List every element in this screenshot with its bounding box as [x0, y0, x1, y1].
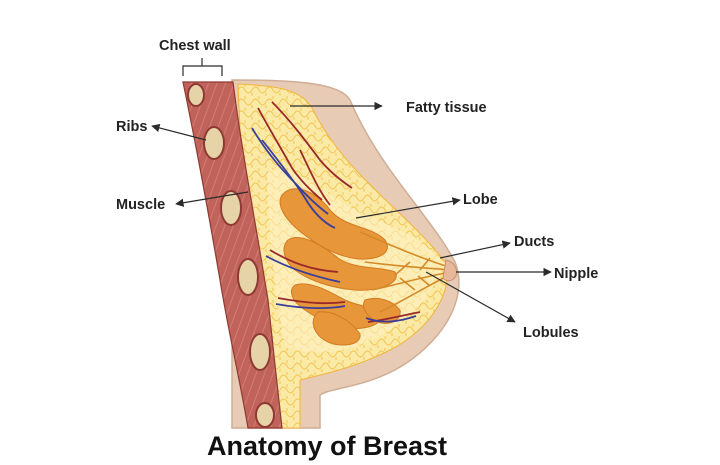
- rib: [203, 126, 225, 160]
- leader-lobe: [355, 197, 461, 219]
- duct: [364, 261, 453, 271]
- nipple: [442, 259, 457, 282]
- rib: [220, 190, 242, 226]
- label-lobules: Lobules: [523, 325, 579, 341]
- label-chest-wall: Chest wall: [159, 38, 231, 54]
- label-muscle: Muscle: [116, 197, 165, 213]
- rib: [187, 83, 205, 107]
- arteries: [257, 101, 421, 323]
- label-nipple: Nipple: [554, 266, 598, 282]
- vein: [261, 139, 336, 229]
- vein: [275, 303, 346, 310]
- rib: [255, 402, 275, 428]
- chest-wall-bracket: [182, 58, 223, 76]
- duct: [359, 231, 453, 269]
- diagram-title: Anatomy of Breast: [207, 431, 447, 461]
- leader-ducts: [439, 240, 511, 259]
- artery: [367, 311, 421, 323]
- label-ribs: Ribs: [116, 119, 147, 135]
- artery: [257, 107, 323, 201]
- vein: [365, 315, 417, 323]
- artery: [271, 101, 353, 189]
- leader-lobules: [425, 271, 516, 323]
- label-ducts: Ducts: [514, 234, 554, 250]
- artery: [277, 297, 346, 305]
- leader-muscle: [175, 191, 249, 207]
- artery: [269, 249, 339, 273]
- lobe-lower-a: [291, 283, 383, 329]
- rib: [237, 258, 259, 296]
- label-lobe: Lobe: [463, 192, 498, 208]
- ribs: [187, 83, 275, 428]
- label-fatty-tissue: Fatty tissue: [406, 100, 487, 116]
- vein: [265, 255, 341, 283]
- leader-ribs: [151, 123, 207, 141]
- lobes: [279, 188, 401, 346]
- duct: [394, 257, 431, 291]
- lobe-upper: [279, 188, 388, 260]
- artery: [299, 149, 331, 206]
- rib: [249, 333, 271, 371]
- veins: [251, 127, 417, 323]
- lobe-lower-b: [312, 311, 361, 346]
